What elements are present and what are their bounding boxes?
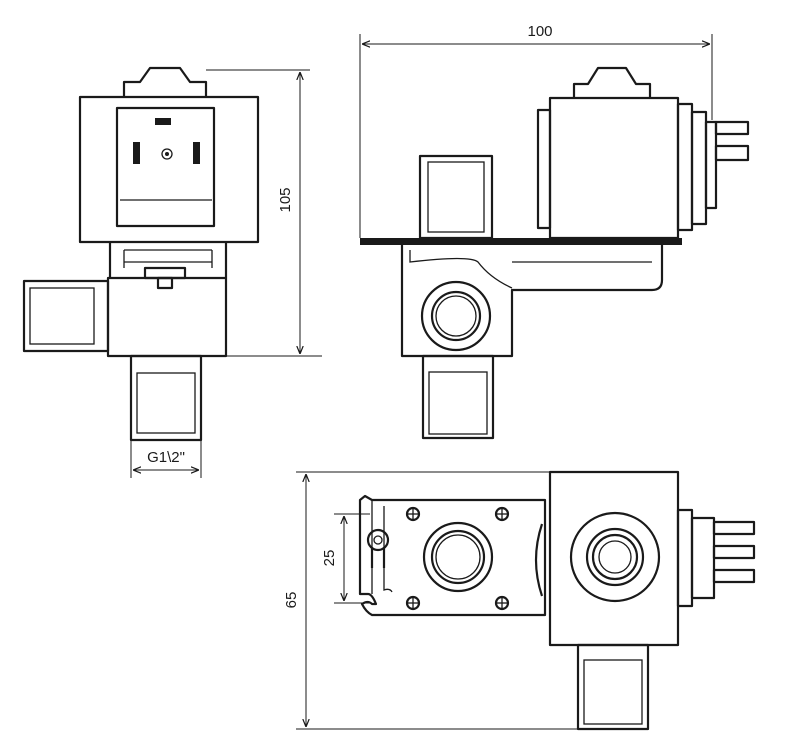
dimension-65: 65	[283, 471, 580, 730]
side-view	[360, 66, 750, 440]
keyhole-slot	[366, 528, 390, 552]
connector-plug	[115, 106, 216, 228]
plan-plate	[358, 494, 547, 617]
side-coil-cap	[572, 66, 652, 98]
plan-inlet-circle	[422, 521, 494, 593]
dimension-25: 25	[321, 513, 370, 604]
side-coil	[548, 96, 680, 240]
dimension-label-100: 100	[527, 23, 552, 40]
plan-view	[358, 470, 756, 731]
side-bottom-port	[421, 354, 495, 440]
plan-bottom-port	[576, 643, 650, 731]
dimension-label-25: 25	[321, 550, 338, 567]
side-body	[400, 245, 664, 358]
side-port-circle	[420, 280, 492, 352]
coil-cap	[122, 66, 208, 97]
mounting-plate	[360, 238, 682, 245]
valve-body	[106, 276, 228, 358]
dimension-label-65: 65	[283, 592, 300, 609]
bottom-port	[129, 354, 203, 442]
screw-heads	[405, 506, 510, 611]
side-port	[22, 279, 110, 353]
dimension-label-thread: G1\2"	[147, 449, 185, 466]
dimension-105: 105	[206, 69, 322, 357]
top-fitting	[418, 154, 494, 240]
coil-housing	[78, 95, 260, 244]
dimension-100: 100	[359, 23, 713, 238]
dimension-thread: G1\2"	[130, 440, 202, 478]
front-view	[22, 66, 260, 442]
dimension-label-105: 105	[277, 187, 294, 212]
